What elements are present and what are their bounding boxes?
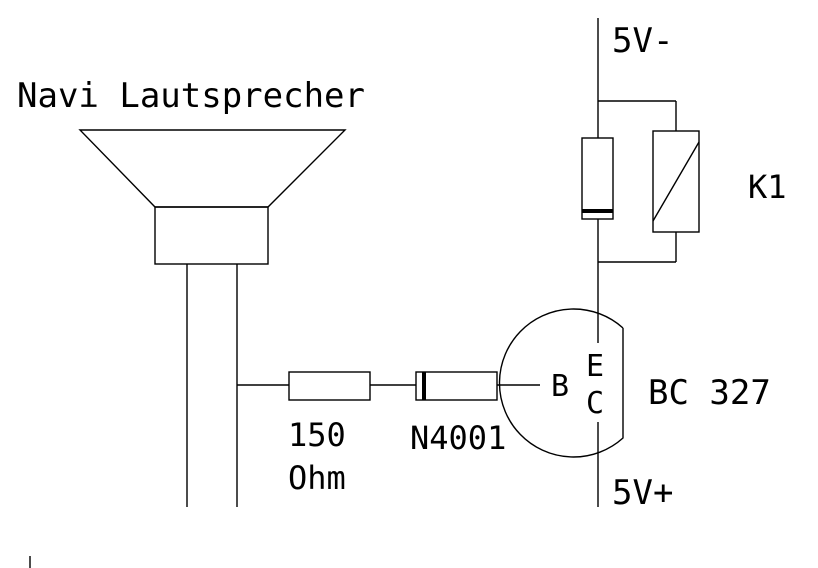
speaker-magnet [154, 206, 269, 265]
collector-label: C [586, 386, 604, 421]
speaker-cone [78, 129, 347, 208]
supply-plus-label: 5V+ [612, 473, 673, 513]
base-label: B [551, 369, 569, 404]
transistor-label: BC 327 [648, 373, 771, 413]
diode-n4001 [415, 371, 498, 401]
freewheel-diode [581, 137, 614, 220]
transistor-body [498, 308, 624, 458]
transistor-bc327 [498, 308, 624, 507]
supply-minus-label: 5V- [612, 21, 673, 61]
resistor [288, 371, 371, 401]
diode-body [415, 371, 498, 401]
relay-coil-diagonal [652, 141, 700, 222]
diode-label: N4001 [410, 419, 506, 457]
emitter-label: E [586, 349, 604, 384]
resistor-unit-label: Ohm [288, 459, 346, 497]
resistor-value-label: 150 [288, 416, 346, 454]
speaker-label: Navi Lautsprecher [17, 76, 365, 116]
relay-k1 [652, 130, 700, 233]
freewheel-diode-body [581, 137, 614, 220]
relay-label: K1 [748, 168, 787, 206]
